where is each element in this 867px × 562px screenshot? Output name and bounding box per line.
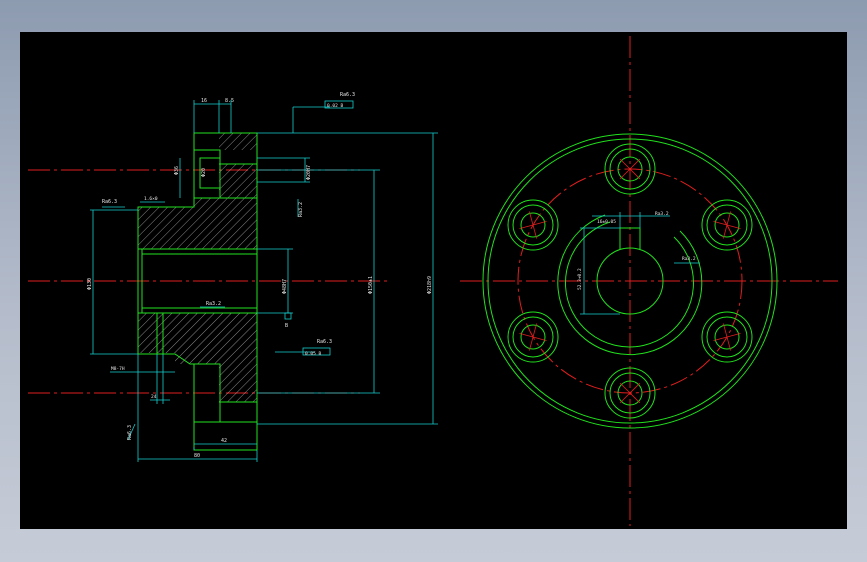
bolt-hole-ring (604, 367, 656, 419)
tolerance-box-top (324, 100, 354, 109)
label-tolerance-top: 0.02 B (327, 103, 344, 109)
label-width-inner: 42 (221, 438, 227, 444)
upper-counterbore (199, 157, 221, 189)
label-roughness-mid-1: Ra3.2 (298, 202, 304, 217)
bolt-hole-ring (706, 204, 748, 246)
label-roughness-left: Ra6.3 (102, 199, 117, 205)
upper-bolt-hole (193, 149, 221, 199)
outer-circle (482, 133, 778, 429)
label-height-inner: Φ20 (201, 168, 207, 177)
hub-circle-outer (557, 214, 703, 356)
cad-viewport[interactable]: 16 8.5 Ra6.3 0.02 B Φ36 Φ20 Ra6.3 1.6×0 … (20, 32, 847, 529)
bolt-hole-ring (512, 204, 554, 246)
bolt-hole-ring (714, 212, 740, 238)
label-pitch-circle: Φ150±1 (368, 276, 374, 294)
bolt-hole (701, 199, 753, 251)
leader-roughness-bottom (127, 423, 136, 441)
bolt-hole-crosshair (619, 158, 641, 180)
section-dimensions (90, 100, 438, 462)
hole-upper-clear (219, 150, 257, 164)
bolt-hole-ring (609, 148, 651, 190)
label-tolerance-bottom: 0.05 B (305, 351, 322, 357)
section-view: 16 8.5 Ra6.3 0.02 B Φ36 Φ20 Ra6.3 1.6×0 … (87, 92, 438, 462)
bolt-hole-ring (512, 316, 554, 358)
bolt-hole-crosshair (619, 382, 641, 404)
datum-box (284, 312, 292, 320)
label-width-16: 16 (201, 98, 207, 104)
bolt-hole-ring (507, 199, 559, 251)
lower-bolt-hole (193, 363, 221, 423)
bolt-hole-ring (706, 316, 748, 358)
label-small-len: 24 (151, 394, 157, 400)
section-outline (137, 132, 258, 451)
label-roughness-bottom: Ra6.3 (127, 425, 133, 440)
bolt-hole-crosshair (528, 323, 538, 351)
bolt-hole (507, 311, 559, 363)
bolt-hole-ring (617, 156, 643, 182)
front-view: 16±0.05 52.3+0.2 Ra3.2 Ra3.2 (482, 133, 778, 429)
bolt-hole-ring (714, 324, 740, 350)
bore-circle (596, 247, 664, 315)
bolt-hole-ring (520, 212, 546, 238)
bolt-hole-ring (701, 199, 753, 251)
hatch-lower (138, 313, 257, 422)
bolt-hole-ring (701, 311, 753, 363)
front-dimensions (580, 212, 700, 315)
bolt-hole-ring (604, 143, 656, 195)
bolt-hole-ring (617, 380, 643, 406)
label-width-total: 80 (194, 453, 200, 459)
outer-circle-chamfer (487, 138, 773, 424)
bolt-hole-crosshair (519, 220, 547, 230)
section-labels: 16 8.5 Ra6.3 0.02 B Φ36 Φ20 Ra6.3 1.6×0 … (87, 92, 433, 459)
label-height-outer-left: Φ130 (87, 278, 93, 290)
bolt-hole-ring (609, 372, 651, 414)
label-datum: B (285, 323, 288, 329)
hole-lower-clear (219, 402, 257, 422)
label-roughness-top: Ra6.3 (340, 92, 355, 98)
bolt-holes (507, 143, 753, 419)
label-keyway-width: 16±0.05 (597, 219, 616, 225)
label-dim-r-1: Φ20H7 (306, 165, 312, 180)
label-thread: M8-7H (111, 366, 125, 372)
bolt-hole (507, 199, 559, 251)
drawing-canvas: 16 8.5 Ra6.3 0.02 B Φ36 Φ20 Ra6.3 1.6×0 … (28, 36, 838, 526)
label-height-small: Φ36 (174, 166, 180, 175)
tolerance-box-bottom (302, 347, 331, 356)
bolt-hole-crosshair (722, 211, 732, 239)
label-roughness-right: Ra6.3 (317, 339, 332, 345)
label-bore: Φ48H7 (282, 279, 288, 294)
label-chamfer: 1.6×0 (144, 196, 158, 202)
outline-body (137, 133, 258, 423)
bolt-hole (701, 311, 753, 363)
bolt-hole-crosshair (713, 332, 741, 342)
bolt-hole-ring (507, 311, 559, 363)
bolt-hole-ring (520, 324, 546, 350)
label-keyway-depth: 52.3+0.2 (577, 268, 583, 290)
bolt-hole (604, 367, 656, 419)
label-outer-dia: Φ218h9 (427, 276, 433, 294)
label-roughness-keyway-1: Ra3.2 (655, 211, 669, 217)
hatch-areas (138, 133, 257, 422)
keyway (619, 227, 641, 249)
label-roughness-keyway-2: Ra3.2 (682, 256, 696, 262)
hub-circle-inner (564, 221, 694, 348)
label-width-8-5: 8.5 (225, 98, 234, 104)
label-roughness-mid-2: Ra3.2 (206, 301, 221, 307)
bolt-hole (604, 143, 656, 195)
